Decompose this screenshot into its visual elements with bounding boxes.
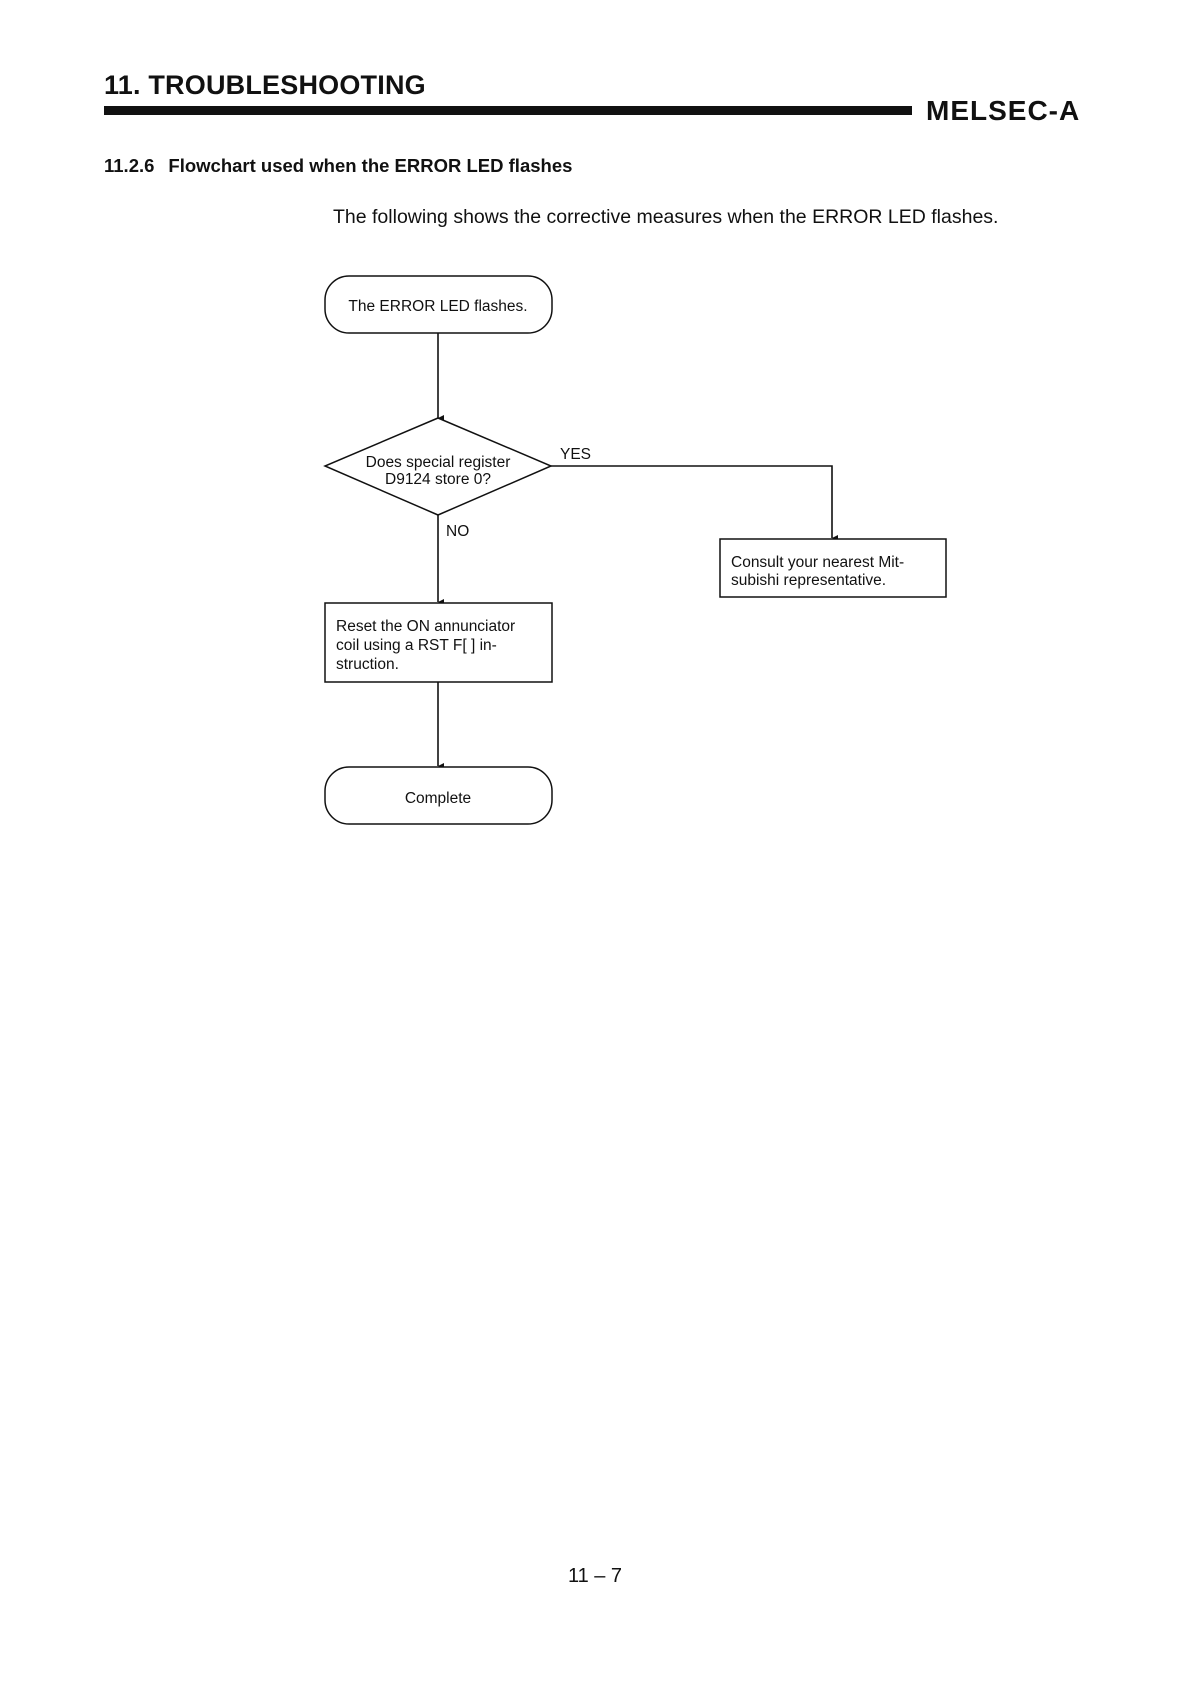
consult-box [719, 538, 947, 598]
page-number: 11 – 7 [567, 1565, 623, 1587]
end-label: Complete [405, 790, 471, 807]
decision-shape [323, 417, 553, 516]
start-shape [324, 275, 553, 334]
section-title: Flowchart used when the ERROR LED flashe… [168, 155, 573, 176]
reset-box [324, 602, 553, 683]
chapter-title: 11. TROUBLESHOOTING [104, 70, 426, 100]
section-heading: 11.2.6 Flowchart used when the ERROR LED … [104, 155, 572, 177]
product-name: MELSEC-A [926, 95, 1081, 126]
start-terminator: The ERROR LED flashes. [324, 275, 553, 334]
flow-connectors [437, 333, 838, 769]
consult-label-line1: Consult your nearest Mit- [731, 554, 904, 571]
decision-label-line2: D9124 store 0? [385, 471, 491, 488]
consult-process: Consult your nearest Mit- subishi repres… [719, 538, 947, 598]
yes-label: YES [560, 446, 591, 463]
reset-process: Reset the ON annunciator coil using a RS… [324, 602, 553, 683]
decision-label-line1: Does special register [366, 454, 511, 471]
reset-label-line3: struction. [336, 656, 399, 673]
end-shape [324, 766, 553, 825]
header-rule [104, 106, 912, 115]
no-label: NO [446, 523, 469, 540]
start-label: The ERROR LED flashes. [348, 298, 527, 315]
decision-node: Does special register D9124 store 0? [323, 417, 553, 516]
end-terminator: Complete [324, 766, 553, 825]
consult-label-line2: subishi representative. [731, 572, 886, 589]
section-number: 11.2.6 [104, 155, 155, 176]
connector-yes-to-consult [551, 465, 838, 541]
reset-label-line1: Reset the ON annunciator [336, 618, 515, 635]
reset-label-line2: coil using a RST F[ ] in- [336, 637, 497, 654]
intro-text: The following shows the corrective measu… [333, 206, 999, 228]
